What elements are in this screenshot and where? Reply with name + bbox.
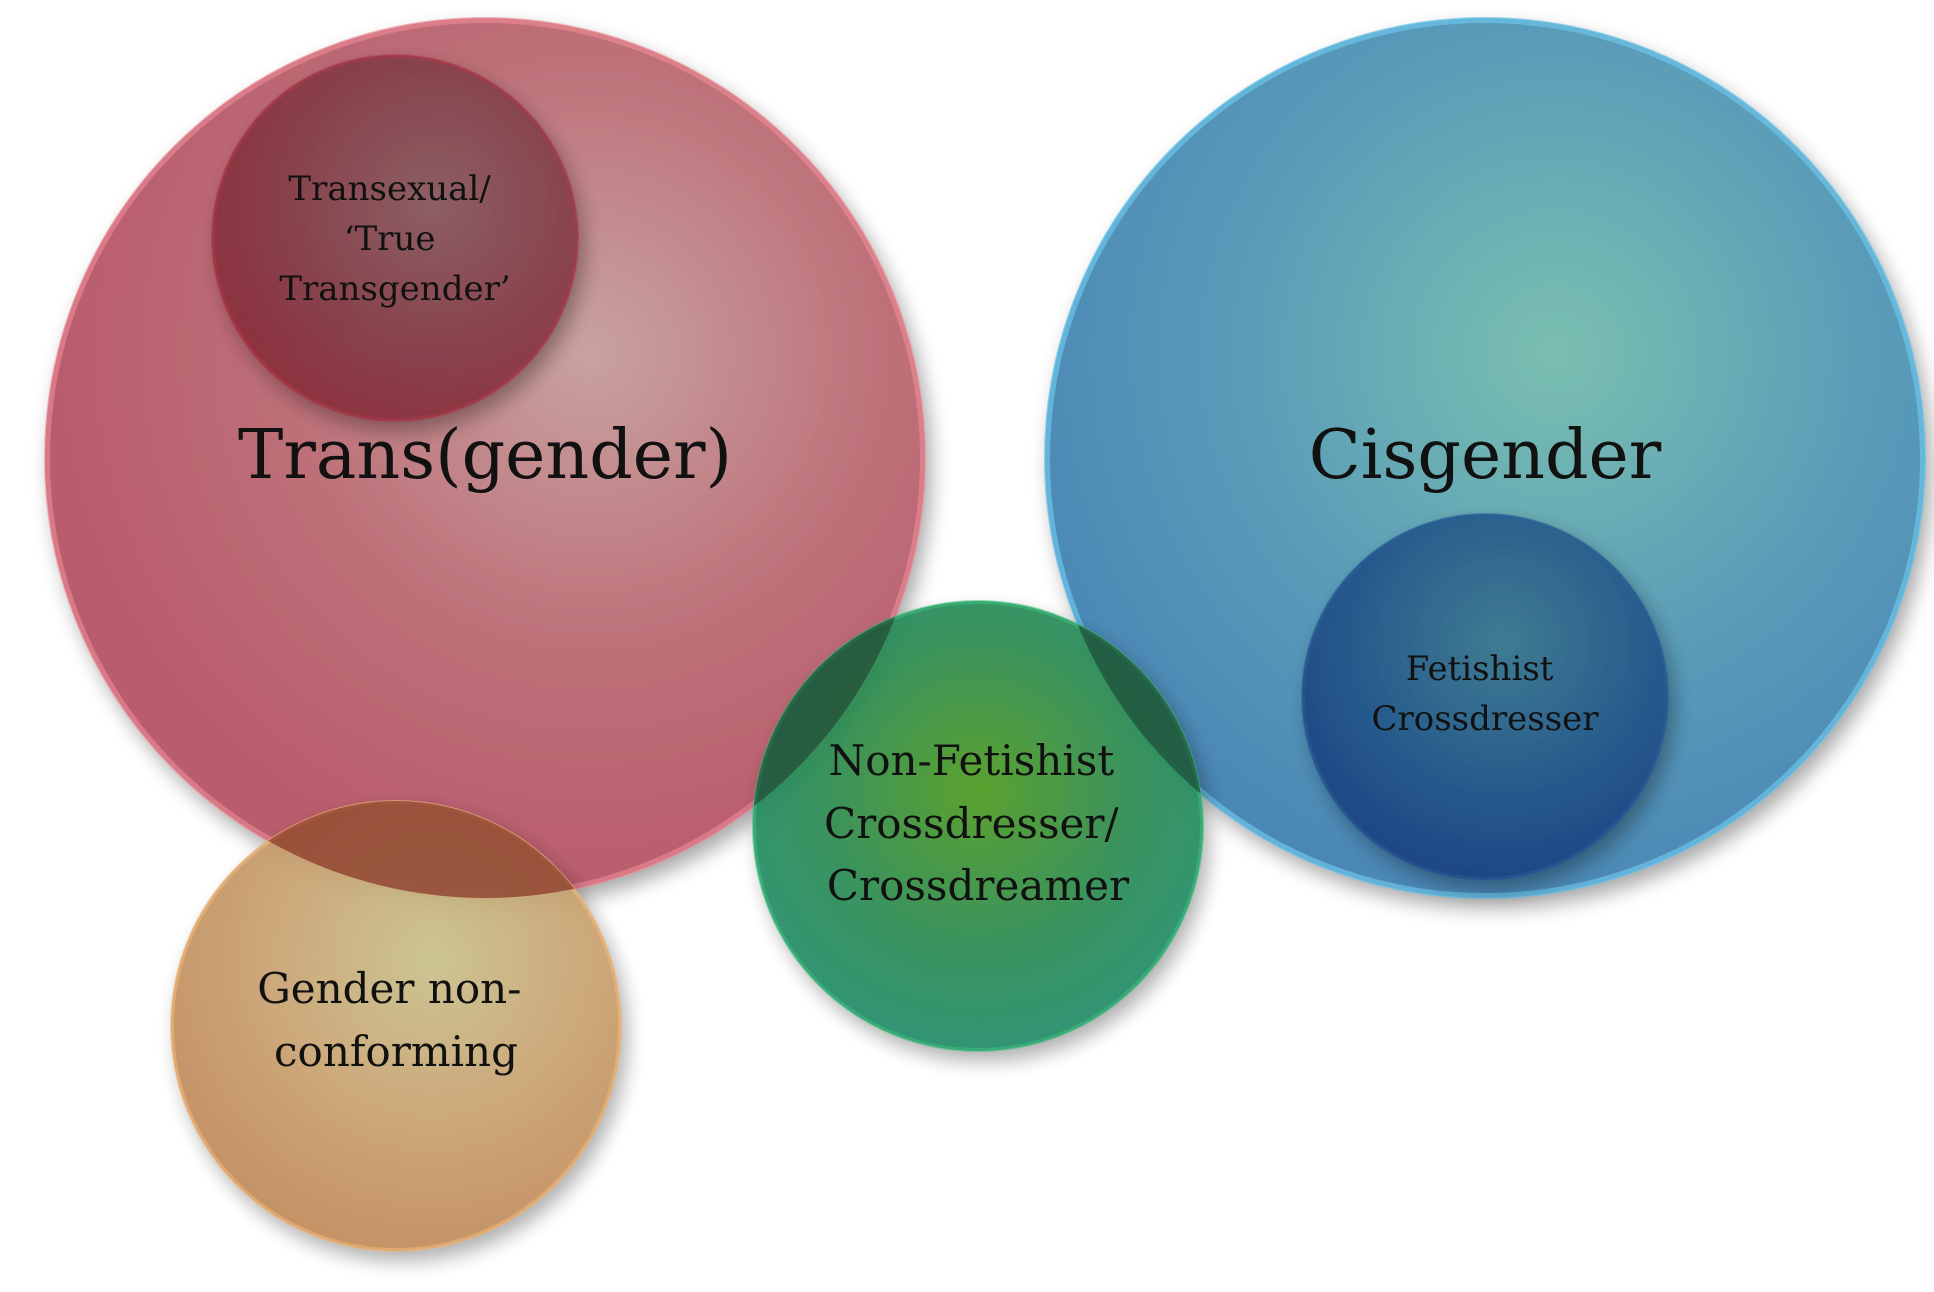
transexual-circle	[212, 55, 578, 421]
label-transexual-line-1: Transexual/	[288, 169, 491, 209]
label-nonfetishist-line-1: Non-Fetishist	[828, 736, 1114, 785]
cisgender-circle-group	[1044, 17, 1926, 899]
label-cisgender: Cisgender	[1309, 416, 1662, 495]
label-transexual-line-3: Transgender’	[279, 269, 510, 309]
label-cisgender-line: Cisgender	[1309, 416, 1662, 495]
cisgender-circle	[1045, 18, 1925, 898]
cisgender-circle-rim	[1044, 17, 1926, 899]
transexual-circle-group	[211, 54, 579, 422]
label-gnc-line-1: Gender non-	[257, 964, 521, 1013]
label-nonfetishist: Non-Fetishist Crossdresser/ Crossdreamer	[824, 736, 1132, 910]
label-transexual-line-2: ‘True	[344, 219, 436, 259]
label-gnc: Gender non- conforming	[257, 964, 535, 1076]
label-trans-line: Trans(gender)	[238, 416, 732, 495]
label-transexual: Transexual/ ‘True Transgender’	[279, 169, 510, 309]
nonfetishist-circle	[753, 601, 1203, 1051]
label-gnc-line-2: conforming	[274, 1027, 518, 1076]
gnc-circle	[171, 801, 621, 1251]
fetishist-circle-rim	[1301, 513, 1669, 881]
nonfetishist-circle-group	[752, 600, 1204, 1052]
nonfetishist-circle-rim	[752, 600, 1204, 1052]
label-fetishist-line-1: Fetishist	[1406, 649, 1554, 689]
label-fetishist: Fetishist Crossdresser	[1371, 649, 1599, 739]
label-nonfetishist-line-2: Crossdresser/	[824, 799, 1119, 848]
fetishist-circle	[1302, 514, 1668, 880]
label-trans: Trans(gender)	[238, 416, 732, 495]
fetishist-circle-group	[1301, 513, 1669, 881]
transexual-circle-rim	[211, 54, 579, 422]
label-fetishist-line-2: Crossdresser	[1371, 699, 1599, 739]
label-nonfetishist-line-3: Crossdreamer	[827, 861, 1130, 910]
